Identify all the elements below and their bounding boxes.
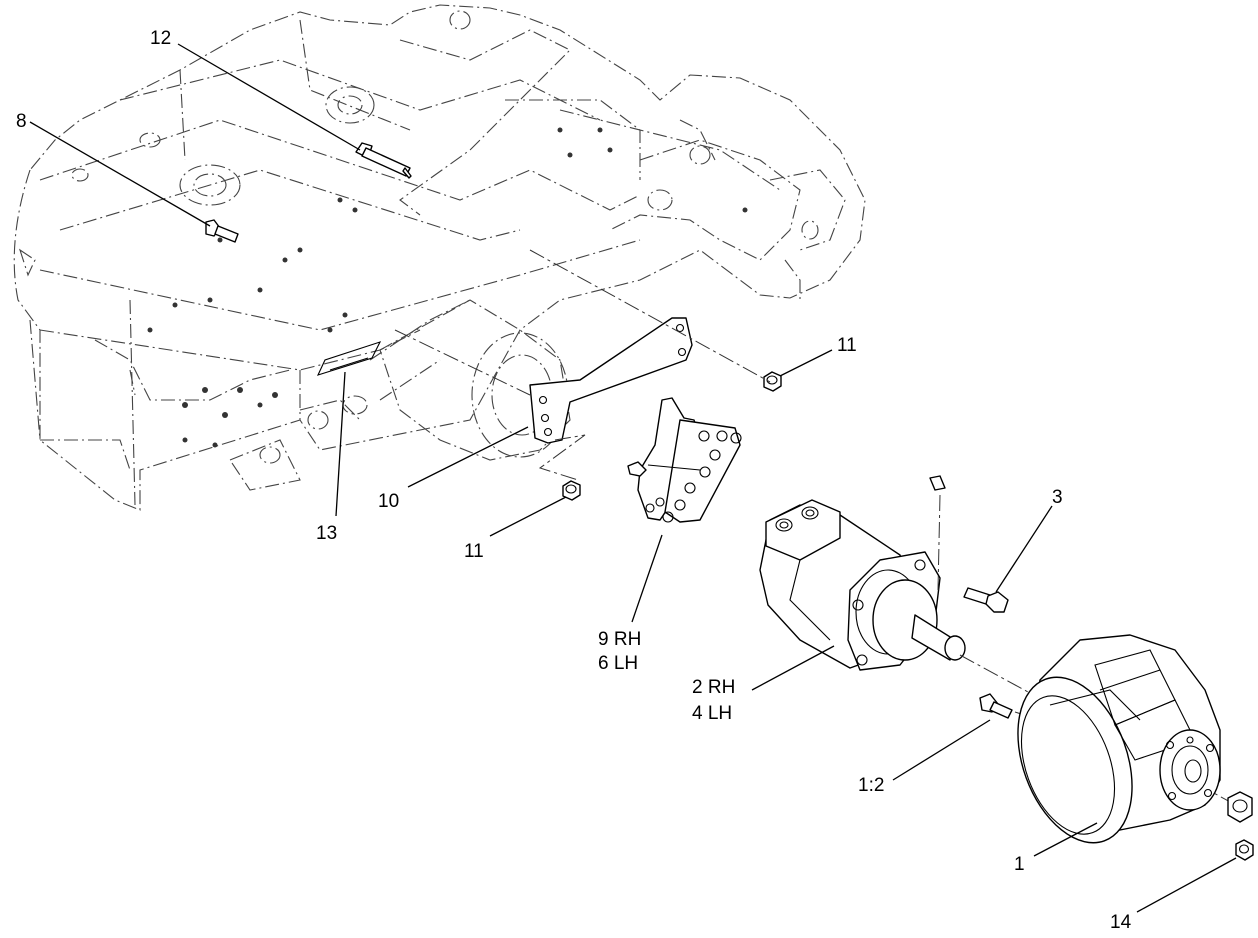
leader-lines [29,43,1237,913]
callout-14: 14 [1110,912,1132,933]
bracket-part-10 [529,317,693,481]
hub-nut [1227,791,1253,823]
callout-8: 8 [16,111,27,132]
callout-10: 10 [378,491,399,512]
motor-mount-part-9 [627,397,742,523]
callout-13: 13 [316,523,337,544]
callout-11-lower: 11 [464,541,484,562]
hydraulic-motor-part-2 [759,499,966,671]
frame-assembly [13,4,866,511]
bolt-part-3 [963,587,1009,613]
stud-part-1-2 [979,693,1013,719]
callout-4-lh: 4 LH [692,703,732,724]
nut-part-11-upper [763,371,782,392]
nut-part-11-lower [562,480,581,501]
nut-part-14 [1235,839,1254,861]
callout-6-lh: 6 LH [598,653,638,674]
wheel-hub-part-1 [1017,634,1221,844]
callout-3: 3 [1052,487,1063,508]
callout-2-rh: 2 RH [692,677,735,698]
bolt-part-8 [205,219,239,243]
callout-1: 1 [1014,854,1025,875]
callout-12: 12 [150,28,171,49]
key-icon [929,475,946,491]
pin-part-12 [355,142,412,179]
callout-1-2: 1:2 [858,775,884,796]
callout-11-upper: 11 [837,335,857,356]
callout-9-rh: 9 RH [598,629,641,650]
